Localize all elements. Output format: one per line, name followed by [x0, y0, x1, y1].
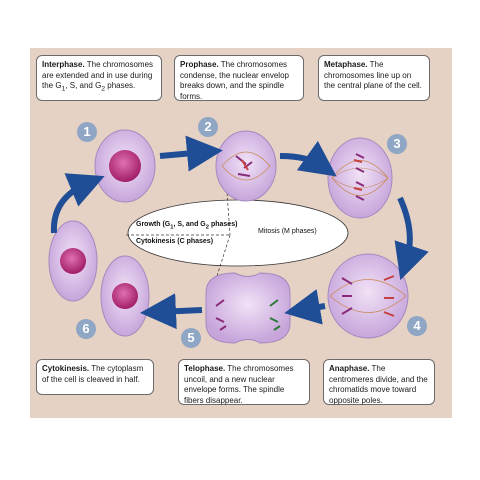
arrow-5-to-6 — [140, 293, 203, 330]
mitosis-label: Mitosis (M phases) — [258, 228, 317, 235]
step-number-6: 6 — [76, 319, 96, 339]
step-number-5: 5 — [181, 328, 201, 348]
step-number-4: 4 — [407, 316, 427, 336]
cytokinesis-label: Cytokinesis (C phases) — [136, 238, 214, 245]
step-number-2: 2 — [198, 117, 218, 137]
metaphase-caption: Metaphase. The chromosomes line up on th… — [318, 55, 430, 101]
anaphase-cell — [327, 253, 409, 339]
cytokinesis-caption: Cytokinesis. The cytoplasm of the cell i… — [36, 359, 154, 395]
arrow-4-to-5 — [284, 289, 326, 325]
step-number-3: 3 — [387, 134, 407, 154]
prophase-caption: Prophase. The chromosomes condense, the … — [174, 55, 304, 101]
arrow-1-to-2 — [159, 135, 223, 172]
cell-illustrations — [48, 129, 429, 344]
cytokinesis-cells — [48, 220, 150, 337]
step-number-1: 1 — [77, 122, 97, 142]
anaphase-caption: Anaphase. The centromeres divide, and th… — [323, 359, 435, 405]
interphase-cell — [94, 129, 156, 203]
cell-cycle-figure: 1 2 3 4 5 6 Growth (G1, S, and G2 phases… — [30, 48, 452, 418]
interphase-caption: Interphase. The chromosomes are extended… — [36, 55, 162, 101]
telophase-cell — [205, 272, 291, 344]
cycle-arrows — [50, 135, 429, 330]
prophase-cell — [215, 130, 277, 202]
metaphase-cell — [327, 137, 393, 219]
growth-label: Growth (G1, S, and G2 phases) — [136, 221, 238, 231]
arrow-2-to-3 — [279, 140, 337, 177]
telophase-caption: Telophase. The chromosomes uncoil, and a… — [178, 359, 310, 405]
arrow-6-to-1 — [50, 173, 105, 234]
arrow-3-to-4 — [394, 196, 429, 281]
